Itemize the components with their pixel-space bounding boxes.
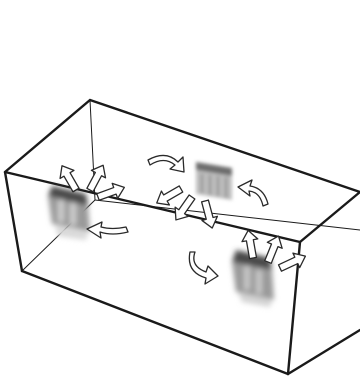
outflow-left-arrow-1 bbox=[59, 165, 80, 193]
outflow-center-arrows bbox=[156, 185, 219, 229]
outflow-right-arrow-2 bbox=[264, 235, 283, 264]
room-box bbox=[3, 98, 360, 376]
outflow-left-arrows bbox=[59, 164, 125, 201]
ceiling-unit-center bbox=[196, 162, 232, 200]
wall-unit-right bbox=[232, 250, 274, 307]
wall-unit-left bbox=[48, 186, 90, 240]
return-flow-arrows bbox=[86, 154, 269, 285]
return-arrow-bottom bbox=[188, 251, 219, 285]
outflow-center-arrow-1 bbox=[156, 185, 184, 206]
outflow-left-arrow-3 bbox=[96, 182, 125, 201]
outflow-right-arrows bbox=[241, 229, 307, 272]
outflow-center-arrow-3 bbox=[200, 199, 219, 229]
return-arrow-left bbox=[86, 221, 129, 239]
outflow-left-arrow-2 bbox=[86, 164, 107, 193]
return-arrow-upper-right bbox=[237, 179, 269, 207]
outflow-right-arrow-3 bbox=[277, 252, 307, 272]
outflow-center-arrow-2 bbox=[174, 194, 196, 221]
return-arrow-top bbox=[147, 154, 185, 173]
outflow-right-arrow-1 bbox=[241, 229, 259, 260]
room-outer-edges bbox=[3, 98, 360, 376]
